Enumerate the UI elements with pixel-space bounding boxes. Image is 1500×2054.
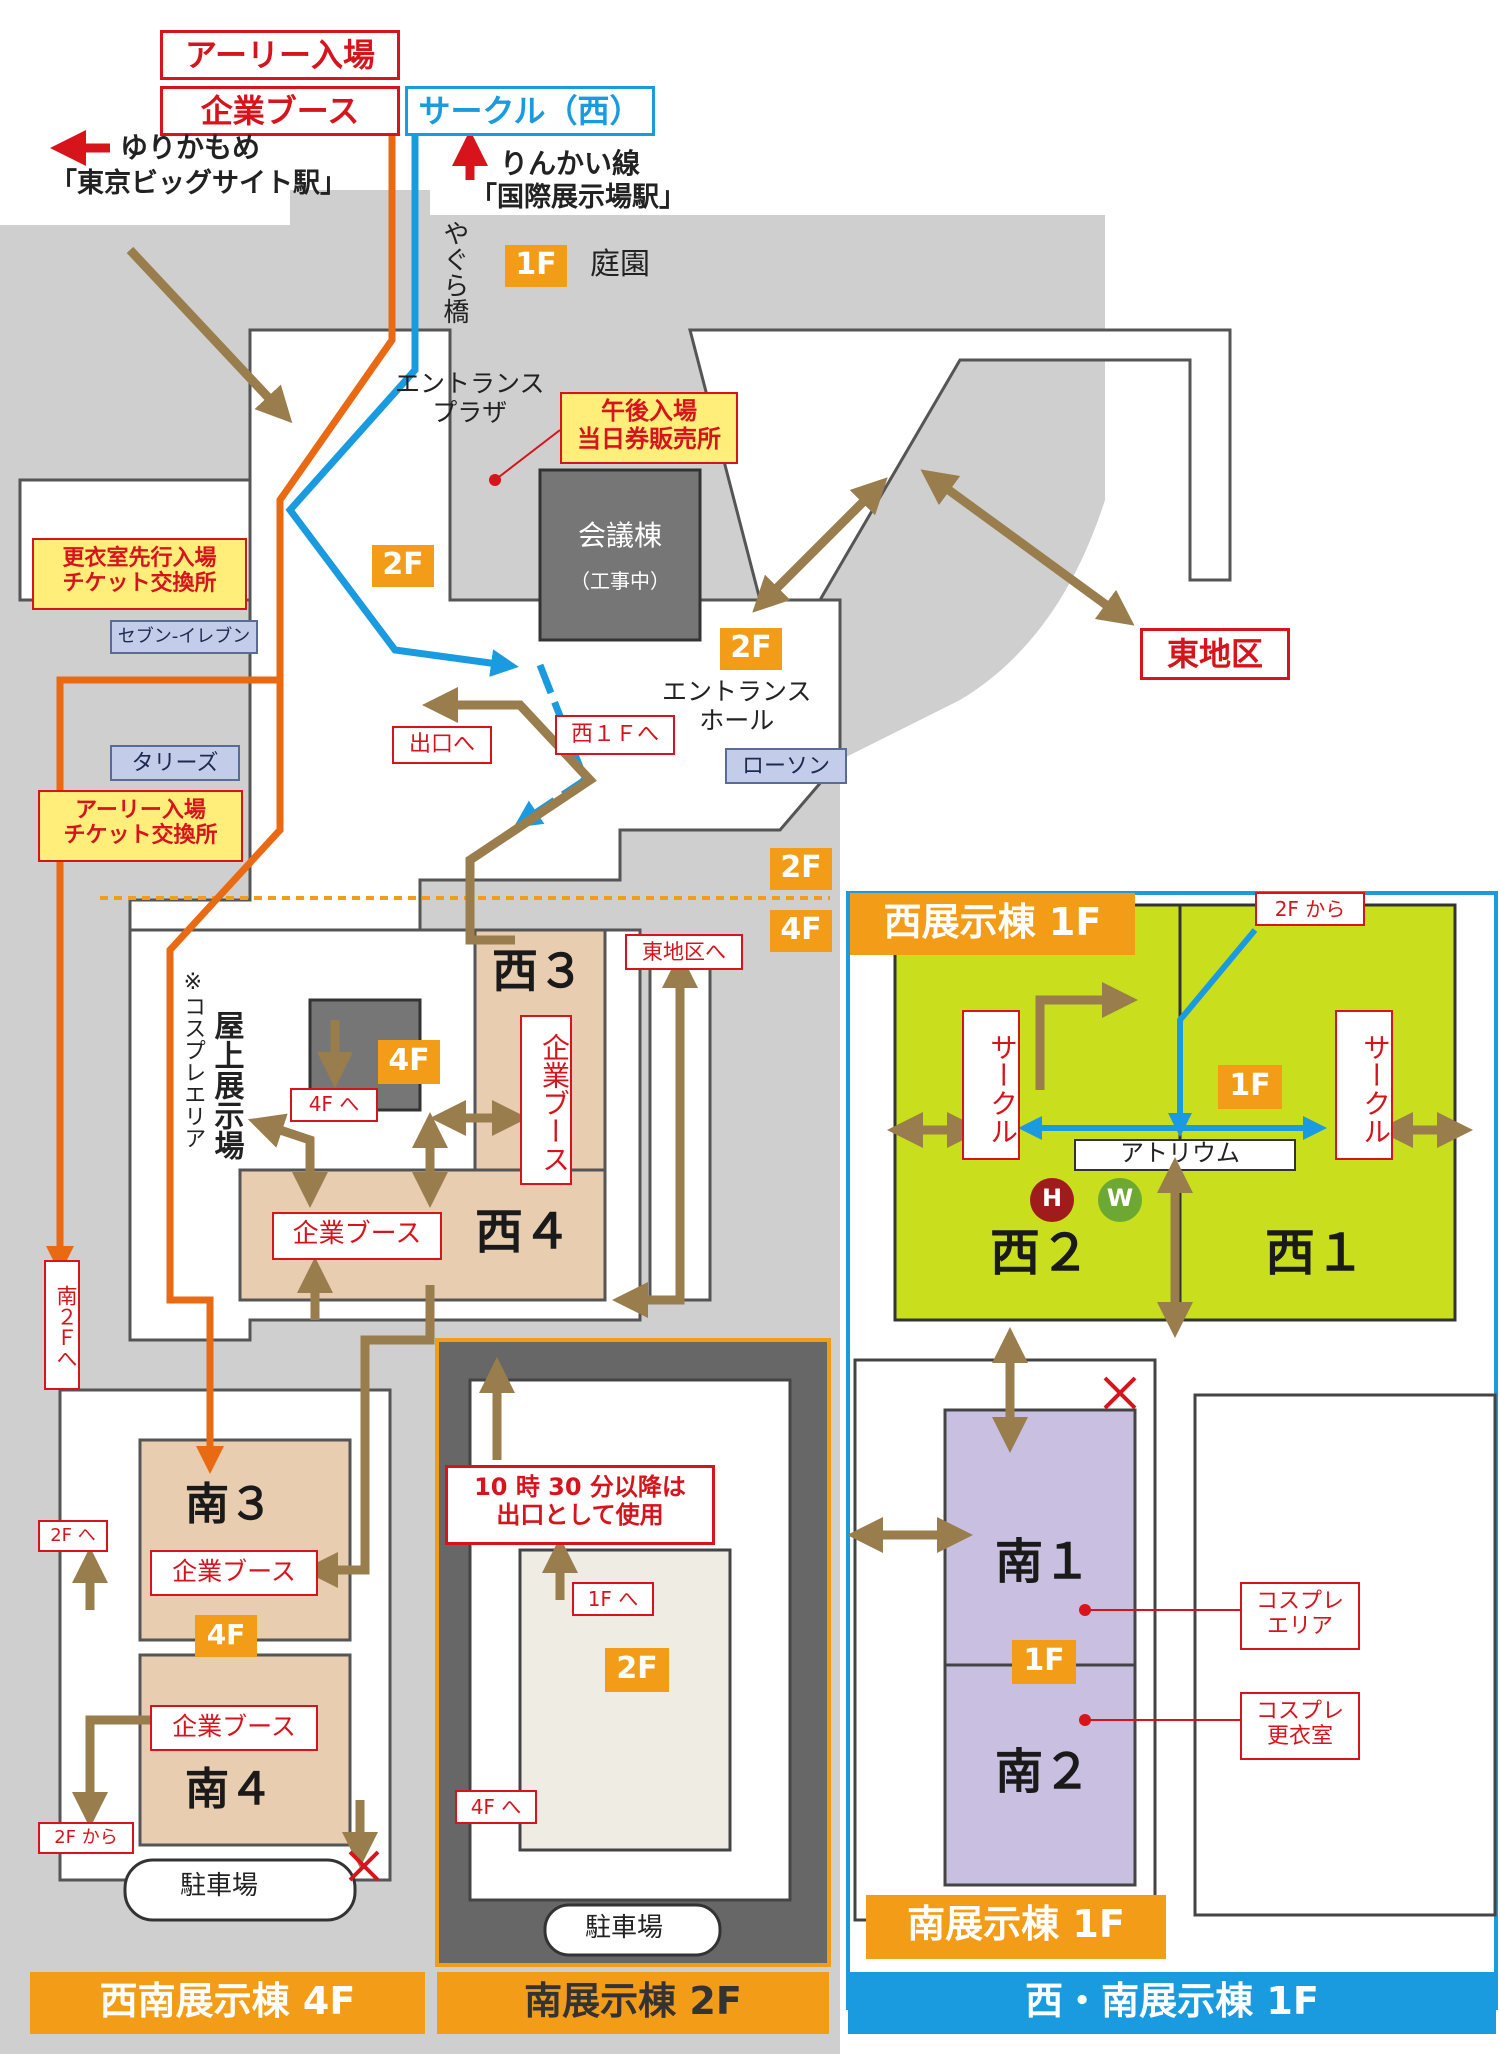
divider-2f-tag: 2F <box>770 848 832 890</box>
s2f-to-4f-label: 4F へ <box>455 1790 537 1824</box>
divider-4f-tag: 4F <box>770 910 832 952</box>
garden-label: 庭園 <box>590 247 650 282</box>
lawson-label: ローソン <box>725 748 847 784</box>
leader-dot-cosplay-dressing <box>1079 1714 1091 1726</box>
walk-w4-south <box>302 1285 435 1588</box>
south-1f-title: 南展示棟 1F <box>866 1895 1166 1959</box>
exit-label: 出口へ <box>392 726 492 764</box>
s2f-to-1f-label: 1F へ <box>572 1582 654 1616</box>
west2-label: 西２ <box>990 1224 1090 1282</box>
s4-to-2f-label: 2F へ <box>38 1520 108 1552</box>
hall-2f-tag: 2F <box>720 628 782 670</box>
south4-label: 南４ <box>185 1764 273 1815</box>
to-4f-label: 4F へ <box>290 1088 378 1122</box>
south3-label: 南３ <box>185 1479 273 1530</box>
rinkai-label: りんかい線 <box>500 147 641 180</box>
plaza-2f-tag: 2F <box>372 545 434 587</box>
walk-4f-to-w4 <box>247 1113 328 1208</box>
walk-arrow-east2 <box>920 469 1135 626</box>
to-south2f-label: 南２Ｆへ <box>44 1260 80 1390</box>
afternoon-entry-label: 午後入場 当日券販売所 <box>560 392 738 464</box>
yurikamome-label: ゆりかもめ <box>120 131 261 164</box>
leader-afternoon <box>494 429 561 481</box>
circle-left-label: サークル <box>962 1010 1020 1160</box>
closed-mark-1 <box>1103 1376 1137 1410</box>
to-east-label: 東地区へ <box>625 934 743 970</box>
cosplay-area-label: コスプレ エリア <box>1240 1582 1360 1650</box>
w-marker: W <box>1098 1178 1142 1222</box>
w1f-floor-tag: 1F <box>1218 1065 1282 1109</box>
leader-dot-cosplay-area <box>1079 1604 1091 1616</box>
south4f-floor-tag: 4F <box>195 1615 257 1657</box>
s1f-floor-tag: 1F <box>1012 1640 1076 1684</box>
circle-right-label: サークル <box>1335 1010 1393 1160</box>
w1f-from-2f-label: 2F から <box>1255 892 1365 926</box>
walk-1f-top <box>1035 982 1138 1090</box>
conference-building <box>538 468 702 642</box>
west3-label: 西３ <box>492 944 584 998</box>
company-booth-route-label: 企業ブース <box>160 86 400 136</box>
parking-s2 <box>543 1903 722 1957</box>
dressing-ticket-label: 更衣室先行入場 チケット交換所 <box>32 538 247 610</box>
h-marker: H <box>1030 1178 1074 1222</box>
early-entry-label: アーリー入場 <box>160 30 400 80</box>
circle-1f-line-a <box>1168 928 1258 1137</box>
yagura-bridge-label: やぐら橋 <box>438 220 469 324</box>
booth-route-line <box>166 680 284 1474</box>
west-south-1f-title: 西・南展示棟 1F <box>848 1972 1496 2034</box>
seven-eleven-label: セブン‐イレブン <box>110 620 258 654</box>
s4-from-2f-label: 2F から <box>38 1822 134 1854</box>
to-west-1f-label: 西１Ｆへ <box>555 715 675 755</box>
south3-hall <box>138 1438 352 1642</box>
west4-label: 西４ <box>475 1204 572 1260</box>
west4f-floor-tag: 4F <box>378 1040 440 1084</box>
walk-arrow-top-left <box>126 246 293 424</box>
west1-label: 西１ <box>1265 1224 1365 1282</box>
conference-building-label: 会議棟 <box>577 519 662 552</box>
walk-s4-from-2f <box>72 1715 150 1828</box>
southwest-4f-title: 西南展示棟 4F <box>30 1972 425 2034</box>
atrium-label: アトリウム <box>1120 1139 1240 1167</box>
booth-w4-label: 企業ブース <box>272 1212 442 1260</box>
walk-east-corridor <box>612 952 698 1318</box>
closed-mark-2 <box>348 1850 380 1882</box>
booth-s3-label: 企業ブース <box>150 1550 318 1596</box>
parking-s4 <box>123 1858 357 1922</box>
walk-exit-route <box>422 687 597 945</box>
s2f-floor-tag: 2F <box>605 1648 669 1692</box>
south2-label: 南２ <box>995 1744 1092 1800</box>
early-ticket-label: アーリー入場 チケット交換所 <box>38 790 243 862</box>
early-route-line <box>46 110 396 1274</box>
cosplay-dressing-label: コスプレ 更衣室 <box>1240 1692 1360 1760</box>
walk-arrow-east1 <box>752 477 888 613</box>
entrance-plaza-label: エントランス プラザ <box>395 369 545 427</box>
east-district-label: 東地区 <box>1140 628 1290 680</box>
west-1f-title: 西展示棟 1F <box>850 893 1135 955</box>
entrance-hall-label: エントランス ホール <box>662 677 812 735</box>
exit-note-label: 10 時 30 分以降は 出口として使用 <box>445 1465 715 1545</box>
rooftop-label: 屋上展示場 <box>208 1010 244 1160</box>
rinkai-station: 「国際展示場駅」 <box>470 182 686 213</box>
circle-west-route-label: サークル（西） <box>405 86 655 136</box>
leader-dot-afternoon <box>489 474 501 486</box>
parking-s4-label: 駐車場 <box>180 1871 259 1901</box>
garden-floor-tag: 1F <box>505 245 567 287</box>
south-2f-title: 南展示棟 2F <box>437 1972 829 2034</box>
tullys-label: タリーズ <box>110 745 240 781</box>
south1f-east-white <box>1193 1393 1497 1917</box>
south1-label: 南１ <box>995 1534 1092 1590</box>
circle-route-line <box>285 110 519 677</box>
booth-s4-label: 企業ブース <box>150 1705 318 1751</box>
parking-s2-label: 駐車場 <box>585 1913 664 1943</box>
yurikamome-station: 「東京ビッグサイト駅」 <box>50 168 347 199</box>
south2-hall <box>943 1663 1137 1887</box>
under-construction-label: （工事中） <box>570 569 670 593</box>
cosplay-note-label: ※コスプレエリア <box>180 970 206 1149</box>
booth-w3-label: 企業ブース <box>520 1015 572 1185</box>
